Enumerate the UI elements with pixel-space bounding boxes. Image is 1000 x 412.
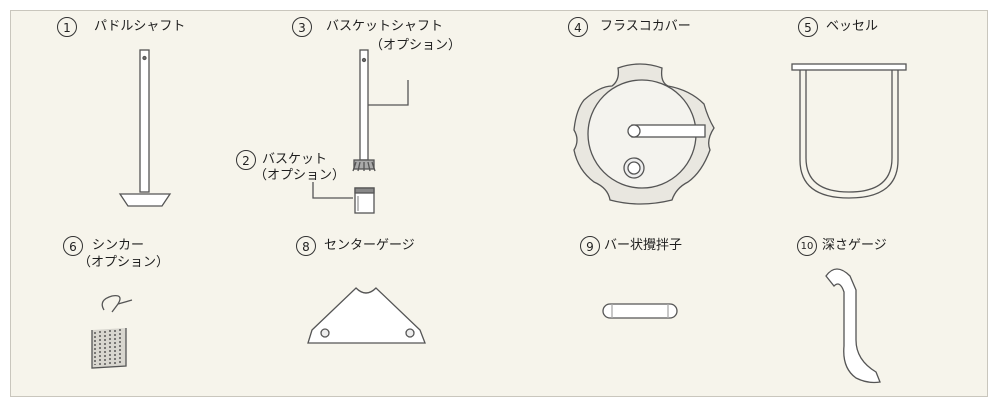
part-number-10: 10 [797,236,817,256]
part-name-6: シンカー [92,238,145,253]
part-name-8: センターゲージ [324,238,415,253]
diagram-panel [10,10,988,397]
basket-icon [312,182,375,214]
basket-shaft-icon [352,49,409,172]
part-name-1: パドルシャフト [94,19,186,34]
part-name-2: バスケット [262,152,328,167]
part-name-3: バスケットシャフト [326,19,444,34]
part-name-9: バー状攪拌子 [604,238,683,253]
part-number-6: 6 [63,236,83,256]
vessel-icon [791,63,907,199]
sinker-icon [91,295,133,369]
part-number-5: 5 [798,17,818,37]
part-sub-2: （オプション） [254,168,346,183]
part-name-10: 深さゲージ [822,238,887,253]
part-name-5: ベッセル [826,19,879,34]
center-gauge-icon [307,287,426,344]
part-sub-6: （オプション） [78,255,170,270]
part-number-2: 2 [236,150,256,170]
part-name-4: フラスコカバー [600,19,691,34]
part-number-4: 4 [568,17,588,37]
depth-gauge-icon [825,268,881,384]
part-number-8: 8 [296,236,316,256]
paddle-shaft-icon [118,49,172,207]
stir-bar-icon [602,303,678,319]
part-number-9: 9 [580,236,600,256]
part-number-3: 3 [292,17,312,37]
part-sub-3: （オプション） [370,38,462,53]
flask-cover-icon [573,63,715,205]
part-number-1: 1 [57,17,77,37]
